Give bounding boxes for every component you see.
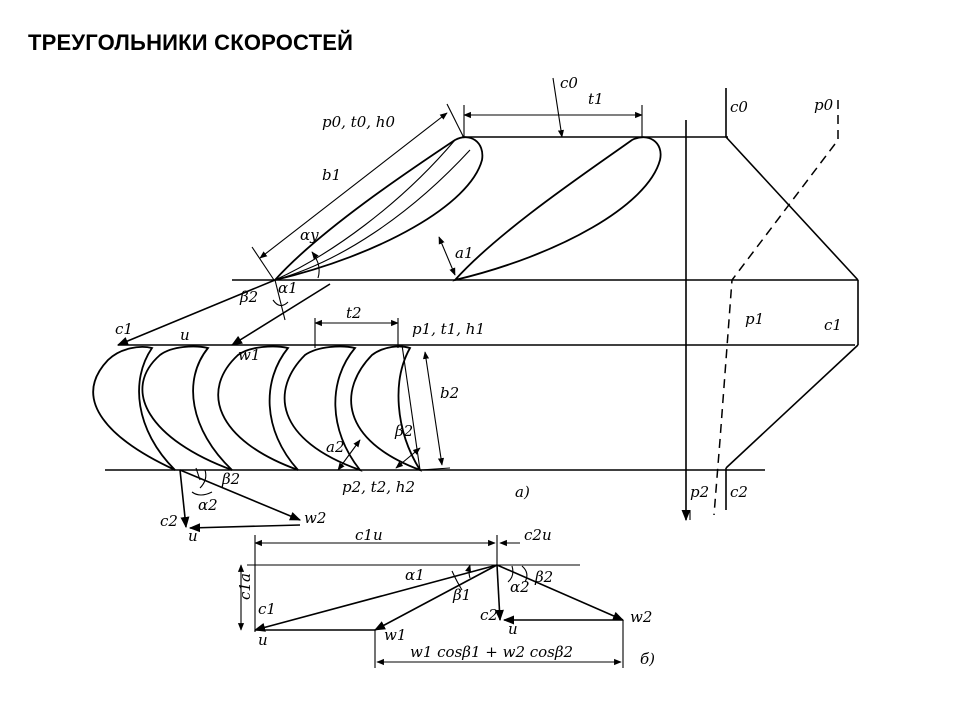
label-p1-right: p1 <box>745 310 764 328</box>
rotor-cascade <box>92 318 855 533</box>
label-b2: b2 <box>440 384 459 402</box>
label-beta2-b: β2 <box>534 568 553 586</box>
page-title: ТРЕУГОЛЬНИКИ СКОРОСТЕЙ <box>28 30 354 55</box>
label-u-top: u <box>180 326 190 344</box>
label-beta2-top: β2 <box>239 288 258 306</box>
pressure-velocity-profile <box>681 88 859 522</box>
rotor-blade-5 <box>350 345 423 472</box>
label-alpha2-b: α2 <box>510 578 530 596</box>
label-alpha1-top: α1 <box>278 279 298 297</box>
label-p2t2h2: p2, t2, h2 <box>342 478 415 496</box>
label-t2: t2 <box>346 304 362 322</box>
label-c2u: c2u <box>524 526 552 544</box>
label-beta1-b: β1 <box>452 586 471 604</box>
rotor-blade-1 <box>92 346 176 471</box>
label-alpha2-low: α2 <box>198 496 218 514</box>
label-w1-b: w1 <box>384 626 406 644</box>
label-a2: a2 <box>326 438 345 456</box>
rotor-blade-2 <box>141 345 233 471</box>
label-b1: b1 <box>322 166 341 184</box>
label-c1-right: c1 <box>824 316 842 334</box>
label-c0-right: c0 <box>730 98 748 116</box>
label-c2-b: c2 <box>480 606 498 624</box>
label-w2-low: w2 <box>304 509 326 527</box>
label-p2-right: p2 <box>690 483 709 501</box>
nozzle-blade-1 <box>272 136 484 282</box>
label-c1-left: c1 <box>115 320 133 338</box>
label-t1: t1 <box>588 90 604 108</box>
label-w1-top: w1 <box>238 346 260 364</box>
label-w2-b: w2 <box>630 608 652 626</box>
nozzle-cascade <box>116 77 858 346</box>
label-p0-right: p0 <box>814 96 834 114</box>
label-a1: a1 <box>455 244 474 262</box>
combined-velocity-triangle <box>237 535 625 668</box>
label-c0-top: c0 <box>560 74 578 92</box>
label-c1a: c1a <box>236 573 254 600</box>
label-c2-right: c2 <box>730 483 748 501</box>
rotor-blade-3 <box>217 345 299 471</box>
label-u-b2: u <box>508 620 518 638</box>
label-beta2-low: β2 <box>221 470 240 488</box>
label-u-b1: u <box>258 631 268 649</box>
diagram-labels: c0 t1 c0 p0 p0, t0, h0 b1 αy a1 β2 α1 c1… <box>115 74 842 668</box>
nozzle-blade-2 <box>452 136 662 282</box>
label-sum: w1 cosβ1 + w2 cosβ2 <box>410 643 573 661</box>
label-alpha-y: αy <box>300 226 319 244</box>
label-fig-b: б) <box>640 650 655 668</box>
label-c1u: c1u <box>355 526 383 544</box>
label-p0t0h0: p0, t0, h0 <box>322 113 395 131</box>
rotor-blade-4 <box>283 345 363 472</box>
label-p1t1h1: p1, t1, h1 <box>412 320 485 338</box>
label-c2-low: c2 <box>160 512 178 530</box>
label-alpha1-b: α1 <box>405 566 425 584</box>
label-beta2-mid: β2 <box>394 422 413 440</box>
label-fig-a: a) <box>515 483 530 501</box>
label-u-low: u <box>188 527 198 545</box>
label-c1-b: c1 <box>258 600 276 618</box>
